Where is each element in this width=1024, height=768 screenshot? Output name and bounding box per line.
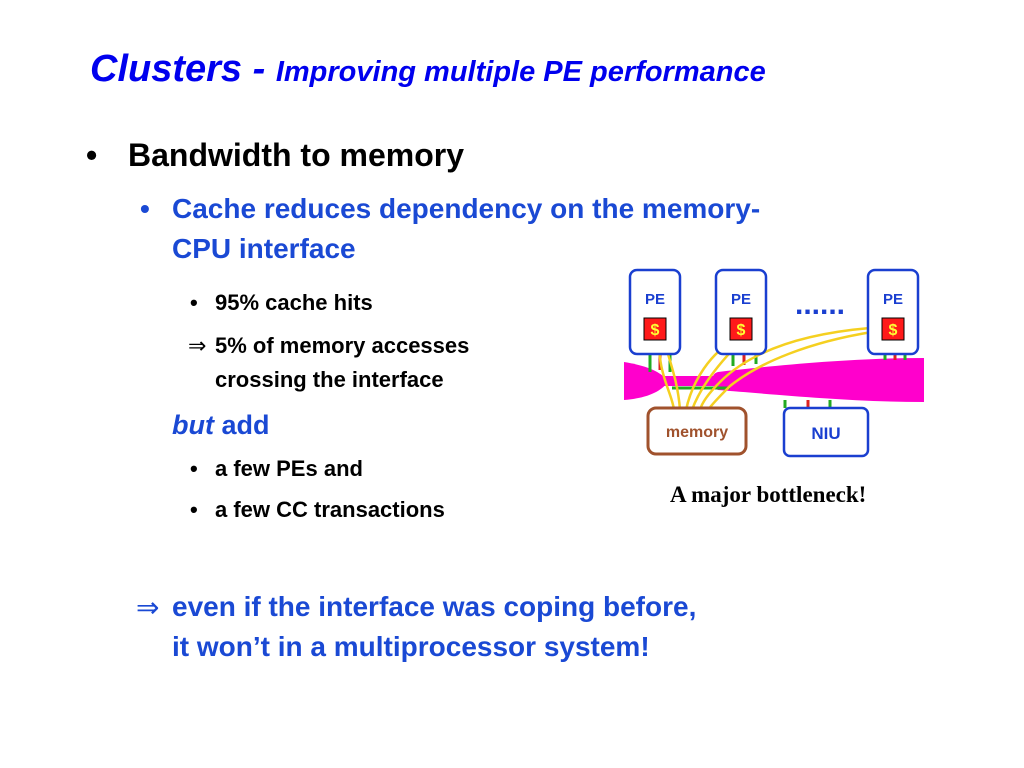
- bus-main-shape: [712, 358, 924, 402]
- bullet-cache-line2: CPU interface: [172, 233, 356, 264]
- cache-icon: [881, 317, 905, 341]
- memory-box: memory: [646, 406, 748, 456]
- conclusion-arrow: ⇒: [136, 591, 159, 624]
- item-memory-accesses-line2: crossing the interface: [215, 367, 444, 392]
- bus-bottleneck-shape: [624, 362, 668, 400]
- item-few-pes: a few PEs and: [215, 456, 363, 481]
- pe-box-2: PE $: [714, 268, 768, 356]
- pe-label: PE: [883, 291, 903, 308]
- bus-neck: [664, 376, 722, 386]
- item-memory-accesses-line1: 5% of memory accesses: [215, 333, 470, 358]
- implication-arrow: ⇒: [188, 333, 206, 359]
- slide-title: Clusters - Improving multiple PE perform…: [90, 48, 766, 91]
- pe-label: PE: [731, 291, 751, 308]
- cache-label: $: [651, 322, 660, 339]
- ellipsis-dots: ......: [795, 288, 845, 321]
- implies-arrow-icon: ⇒: [136, 591, 160, 624]
- bullet-dot-l3: •: [190, 456, 198, 481]
- implies-arrow-icon: ⇒: [188, 334, 207, 359]
- title-subtitle: Improving multiple PE performance: [275, 56, 766, 88]
- memory-label: memory: [666, 424, 728, 441]
- pe-label: PE: [645, 291, 665, 308]
- conclusion-line2: it won’t in a multiprocessor system!: [172, 631, 650, 662]
- bullet-dot-l1: •: [86, 137, 98, 173]
- cache-icon: [643, 317, 667, 341]
- pe-box-1: PE $: [628, 268, 682, 356]
- cache-label: $: [737, 322, 746, 339]
- item-cache-hits: 95% cache hits: [215, 290, 373, 315]
- title-main: Clusters -: [90, 48, 276, 90]
- cache-icon: [729, 317, 753, 341]
- but-add-line: but add: [172, 410, 270, 441]
- pe-box-3: PE $: [866, 268, 920, 356]
- bullet-dot-l3: •: [190, 290, 198, 315]
- niu-box: NIU: [782, 406, 870, 458]
- diagram-caption: A major bottleneck!: [670, 482, 867, 507]
- but-word: but: [172, 410, 214, 440]
- bullet-dot-l2: •: [140, 193, 150, 224]
- bottleneck-diagram: PE $ PE $ PE $ ...... memory NIU: [624, 268, 924, 458]
- conclusion-line1: even if the interface was coping before,: [172, 591, 697, 622]
- bullet-dot-l3: •: [190, 497, 198, 522]
- cache-label: $: [889, 322, 898, 339]
- bullet-cache-line1: Cache reduces dependency on the memory-: [172, 193, 761, 224]
- bullet-bandwidth: Bandwidth to memory: [128, 137, 465, 173]
- niu-label: NIU: [811, 424, 840, 443]
- item-few-cc: a few CC transactions: [215, 497, 445, 522]
- add-word: add: [213, 410, 270, 440]
